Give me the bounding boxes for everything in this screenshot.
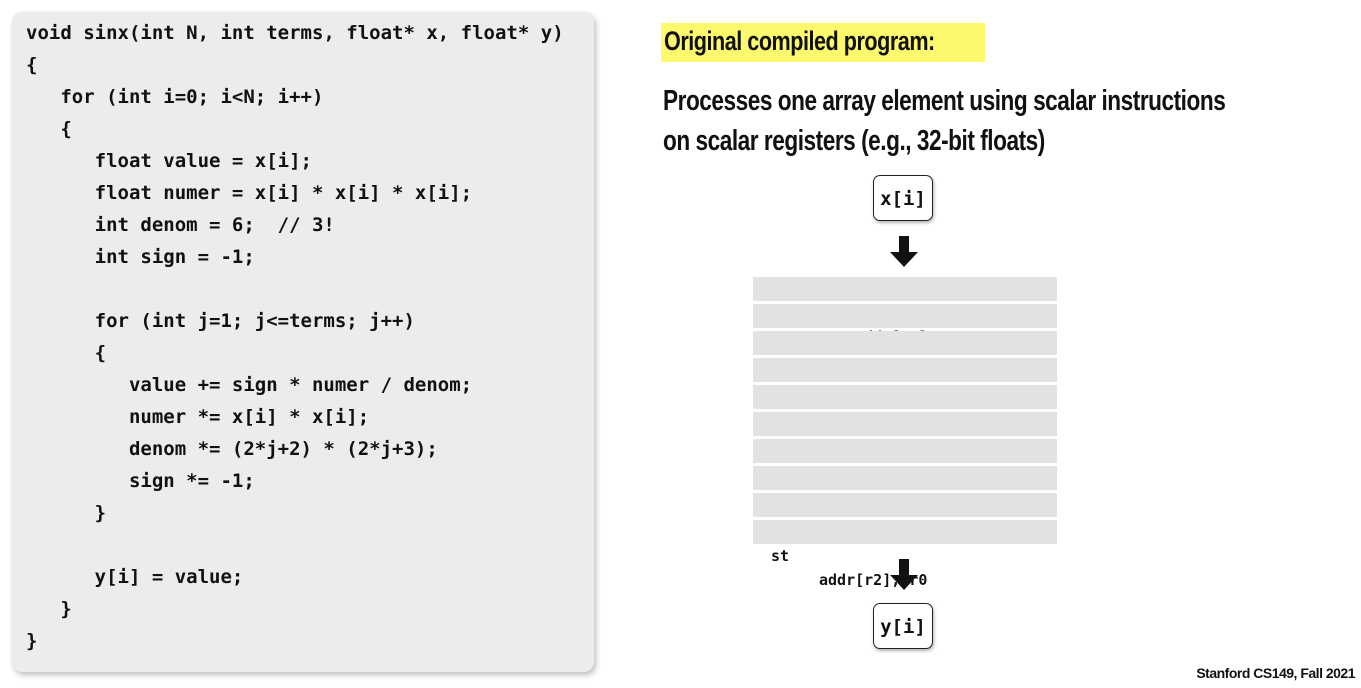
instruction-row: ld r0, addr[r1] <box>753 277 1057 346</box>
instruction-row: mul r1, r0, r0 <box>753 304 1057 373</box>
instruction-op: st <box>771 547 790 565</box>
instruction-row: ... <box>753 358 1057 403</box>
subtitle-line-2: on scalar registers (e.g., 32-bit floats… <box>663 125 1045 157</box>
code-line: int sign = -1; <box>26 246 255 268</box>
instruction-row: ... <box>753 412 1057 457</box>
code-line: denom *= (2*j+2) * (2*j+3); <box>26 438 438 460</box>
title-highlight <box>661 23 985 62</box>
subtitle-line-1: Processes one array element using scalar… <box>663 85 1226 117</box>
input-box: x[i] <box>873 175 933 221</box>
code-line: numer *= x[i] * x[i]; <box>26 406 370 428</box>
code-line: sign *= -1; <box>26 470 255 492</box>
arrow-down-icon <box>890 559 918 590</box>
code-line: float value = x[i]; <box>26 150 312 172</box>
code-line: void sinx(int N, int terms, float* x, fl… <box>26 22 564 44</box>
code-line: y[i] = value; <box>26 566 244 588</box>
code-line: { <box>26 118 72 140</box>
code-line: int denom = 6; // 3! <box>26 214 335 236</box>
instruction-row: ... <box>753 439 1057 484</box>
slide-title: Original compiled program: <box>664 26 935 56</box>
output-box: y[i] <box>873 603 933 649</box>
code-line: for (int i=0; i<N; i++) <box>26 86 324 108</box>
code-line: } <box>26 630 38 652</box>
code-line: } <box>26 502 107 524</box>
instruction-row: ... <box>753 466 1057 511</box>
code-line: float numer = x[i] * x[i] * x[i]; <box>26 182 473 204</box>
instruction-list: ld r0, addr[r1] mul r1, r0, r0 mul r1, r… <box>753 277 1057 589</box>
code-line: for (int j=1; j<=terms; j++) <box>26 310 415 332</box>
arrow-down-icon <box>890 236 918 267</box>
footer-credit: Stanford CS149, Fall 2021 <box>1196 665 1355 681</box>
code-line: value += sign * numer / denom; <box>26 374 473 396</box>
instruction-row: mul r1, r1, r0 <box>753 331 1057 400</box>
code-line: } <box>26 598 72 620</box>
instruction-row: ... <box>753 385 1057 430</box>
code-line: { <box>26 342 107 364</box>
code-line: { <box>26 54 38 76</box>
instruction-row: st addr[r2], r0 <box>753 520 1057 589</box>
instruction-row: ... <box>753 493 1057 538</box>
code-panel: void sinx(int N, int terms, float* x, fl… <box>12 12 594 672</box>
